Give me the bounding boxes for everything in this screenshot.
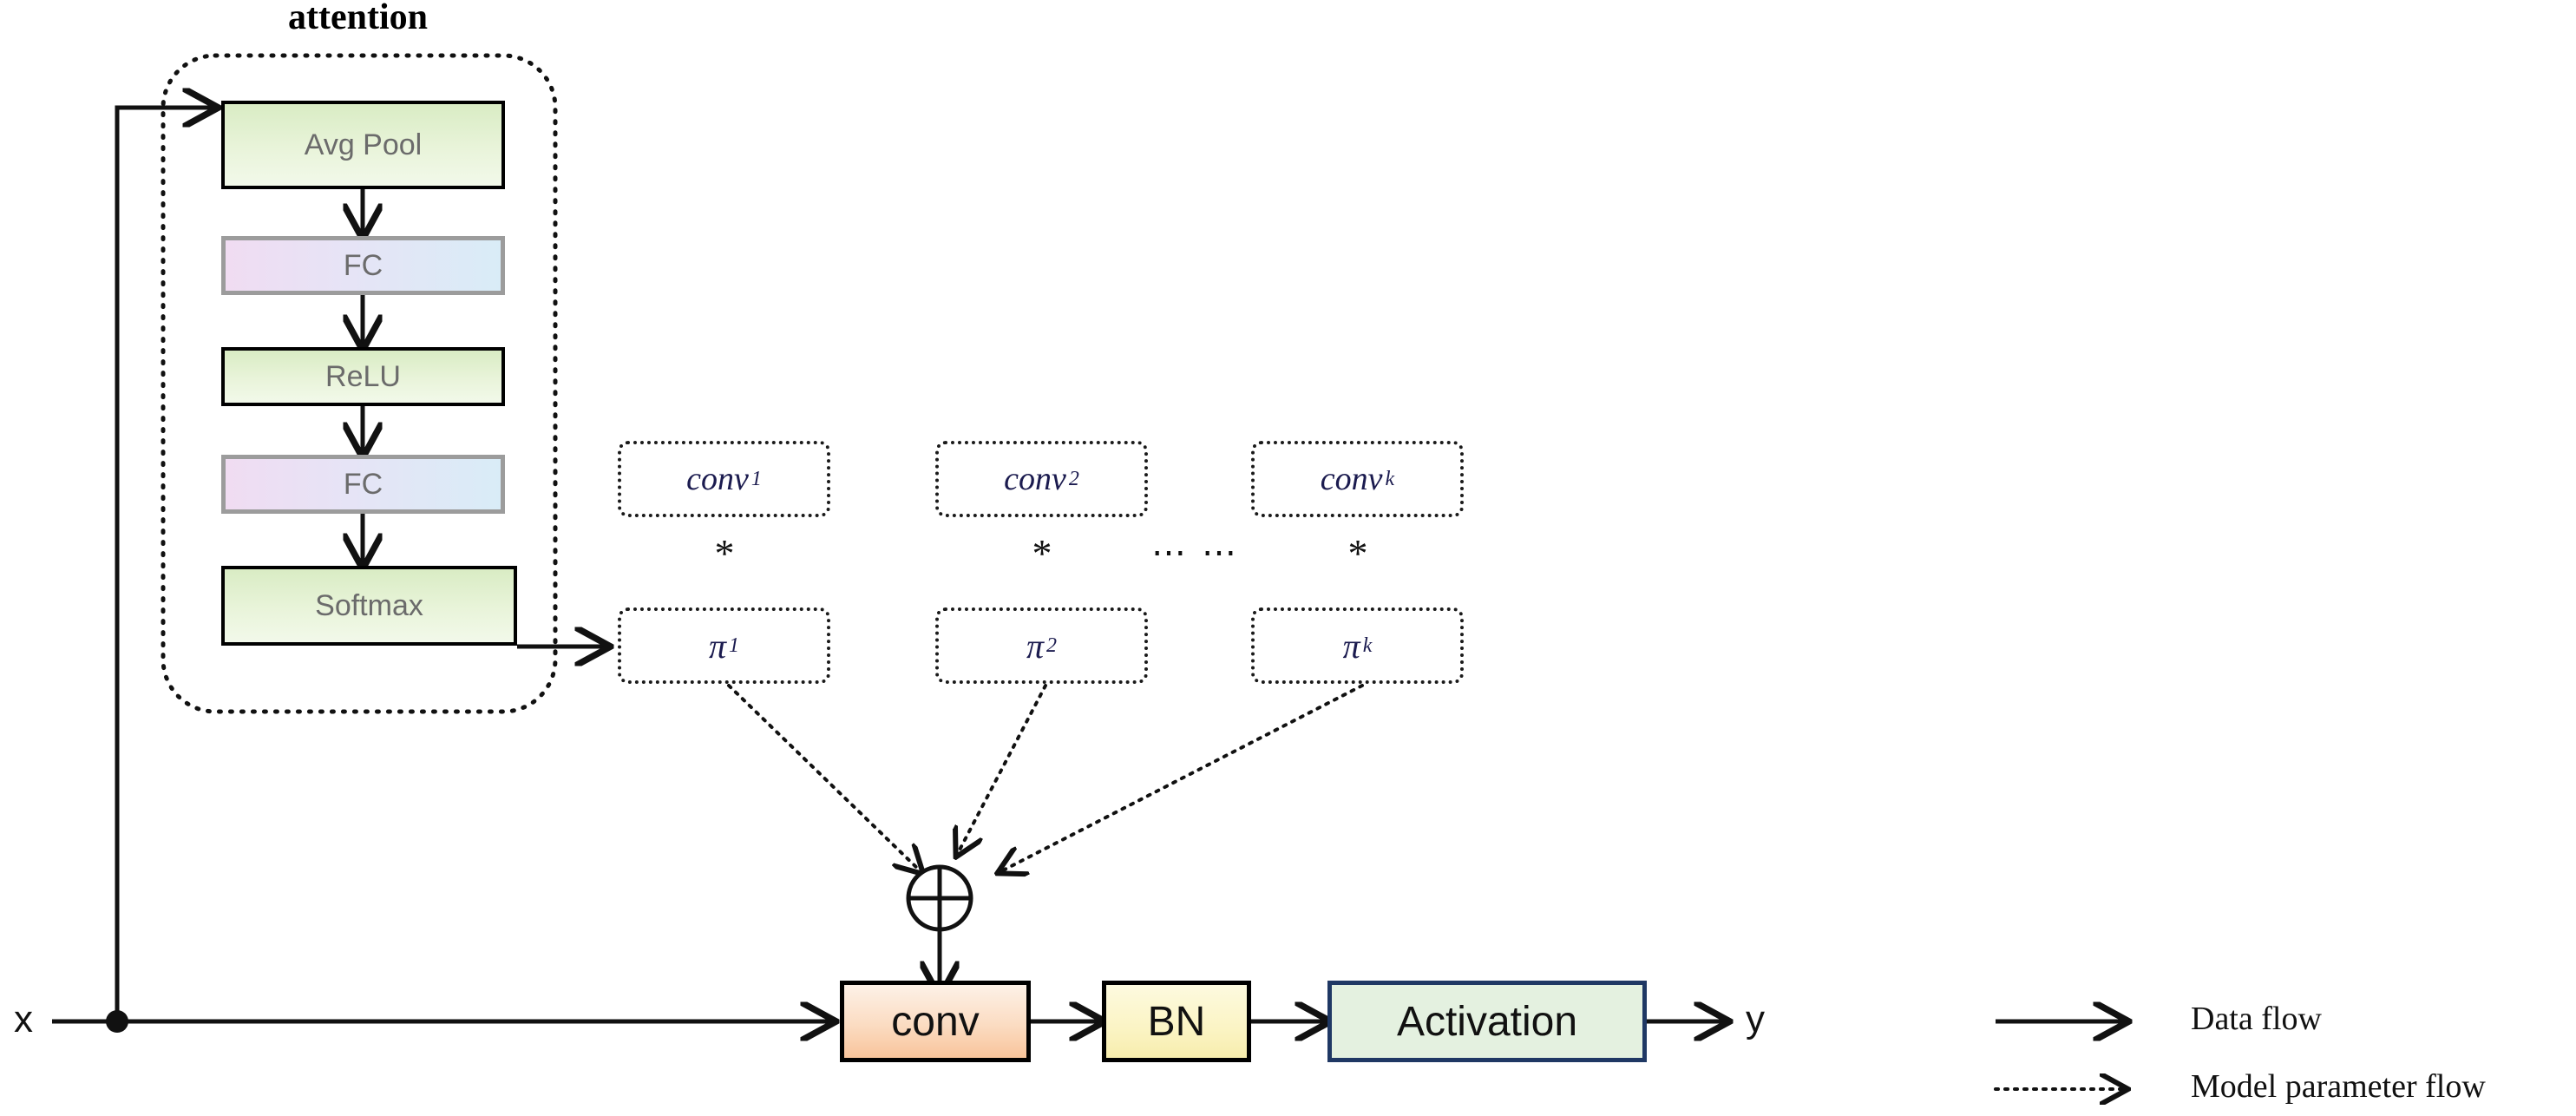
wire-pi1-to-sum — [727, 684, 921, 872]
multiply-star-2: * — [1032, 531, 1052, 575]
legend-label-data-flow: Data flow — [2191, 1001, 2322, 1037]
wire-pi2-to-sum — [957, 684, 1047, 855]
kernel-conv2-sub: 2 — [1068, 467, 1079, 490]
block-relu-label: ReLU — [325, 359, 401, 393]
weight-pi2-sub: 2 — [1046, 633, 1058, 657]
input-label-x: x — [14, 998, 33, 1041]
wire-x-to-avgpool — [115, 108, 215, 1021]
block-fc-2-label: FC — [343, 467, 383, 501]
block-fc-1[interactable]: FC — [221, 236, 505, 295]
block-bn[interactable]: BN — [1102, 981, 1251, 1062]
kernel-conv1-sub: 1 — [751, 467, 762, 490]
block-relu[interactable]: ReLU — [221, 347, 505, 406]
legend-label-model-parameter-flow: Model parameter flow — [2191, 1068, 2486, 1105]
attention-title: attention — [288, 0, 428, 37]
output-label-y: y — [1746, 998, 1765, 1041]
block-bn-label: BN — [1147, 998, 1206, 1045]
weight-pik-base: π — [1342, 626, 1360, 666]
block-activation-label: Activation — [1396, 998, 1578, 1045]
kernel-conv2-base: conv — [1004, 461, 1066, 497]
attention-group-border — [161, 53, 558, 714]
block-fc-1-label: FC — [343, 248, 383, 282]
block-conv-label: conv — [891, 998, 980, 1045]
weight-pi2-base: π — [1026, 626, 1045, 666]
block-activation[interactable]: Activation — [1327, 981, 1647, 1062]
series-ellipsis: ⋯ ⋯ — [1151, 532, 1240, 572]
weight-pik-sub: k — [1362, 633, 1373, 657]
kernel-convk-sub: k — [1385, 467, 1395, 490]
block-avg-pool-label: Avg Pool — [304, 128, 423, 161]
block-softmax-label: Softmax — [315, 588, 423, 622]
block-softmax[interactable]: Softmax — [221, 566, 517, 646]
block-conv[interactable]: conv — [840, 981, 1031, 1062]
weight-pi1-sub: 1 — [729, 633, 740, 657]
block-fc-2[interactable]: FC — [221, 455, 505, 514]
multiply-star-k: * — [1347, 531, 1368, 575]
wire-pik-to-sum — [1000, 684, 1364, 872]
multiply-star-1: * — [714, 531, 735, 575]
kernel-convk-base: conv — [1320, 461, 1383, 497]
weight-pi1-base: π — [708, 626, 727, 666]
kernel-conv1-base: conv — [686, 461, 749, 497]
sum-node-cross — [908, 867, 971, 929]
block-avg-pool[interactable]: Avg Pool — [221, 101, 505, 189]
